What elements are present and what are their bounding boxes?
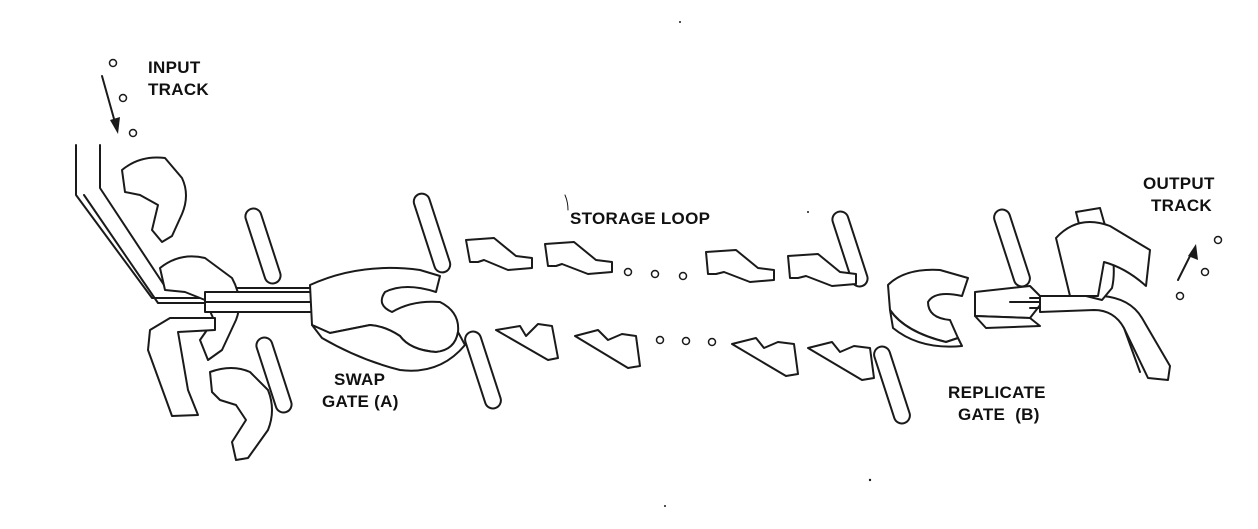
input-arrow [101, 75, 120, 134]
chevron [787, 253, 857, 287]
bubble [678, 271, 688, 281]
bubble [650, 269, 660, 279]
bubble [1175, 291, 1185, 301]
bar [831, 210, 869, 288]
storage-loop [412, 192, 911, 425]
replicate-gate-label: REPLICATE GATE (B) [948, 383, 1046, 424]
bubble [623, 267, 633, 277]
chevron [574, 329, 641, 369]
speck [664, 505, 666, 507]
swap-gate-label: SWAP GATE (A) [322, 370, 399, 411]
bubble [128, 128, 138, 138]
bubble [1200, 267, 1210, 277]
chevron [807, 341, 875, 381]
storage-loop-label: STORAGE LOOP [570, 209, 711, 228]
bubble [655, 335, 665, 345]
chevron [465, 237, 533, 271]
output-track [1175, 235, 1223, 301]
replicate-gate [887, 207, 1171, 381]
bubble [681, 336, 691, 346]
speck [679, 21, 681, 23]
swap-gate [204, 207, 466, 414]
bubble [108, 58, 118, 68]
bar [993, 208, 1031, 288]
speck [868, 478, 872, 482]
bar [464, 330, 502, 410]
bar [255, 336, 293, 414]
input-track [75, 58, 311, 461]
chevron [544, 241, 613, 275]
chevron [731, 337, 799, 377]
bar [873, 345, 911, 425]
input-track-label: INPUT TRACK [148, 58, 209, 99]
speck [807, 211, 809, 213]
bubble [118, 93, 128, 103]
bar [412, 192, 452, 274]
chevron [705, 249, 775, 283]
bar [244, 207, 282, 285]
bubble [1213, 235, 1223, 245]
chevron [495, 323, 559, 361]
bubble [707, 337, 717, 347]
output-arrow [1177, 244, 1198, 281]
output-track-label: OUTPUT TRACK [1143, 174, 1215, 215]
